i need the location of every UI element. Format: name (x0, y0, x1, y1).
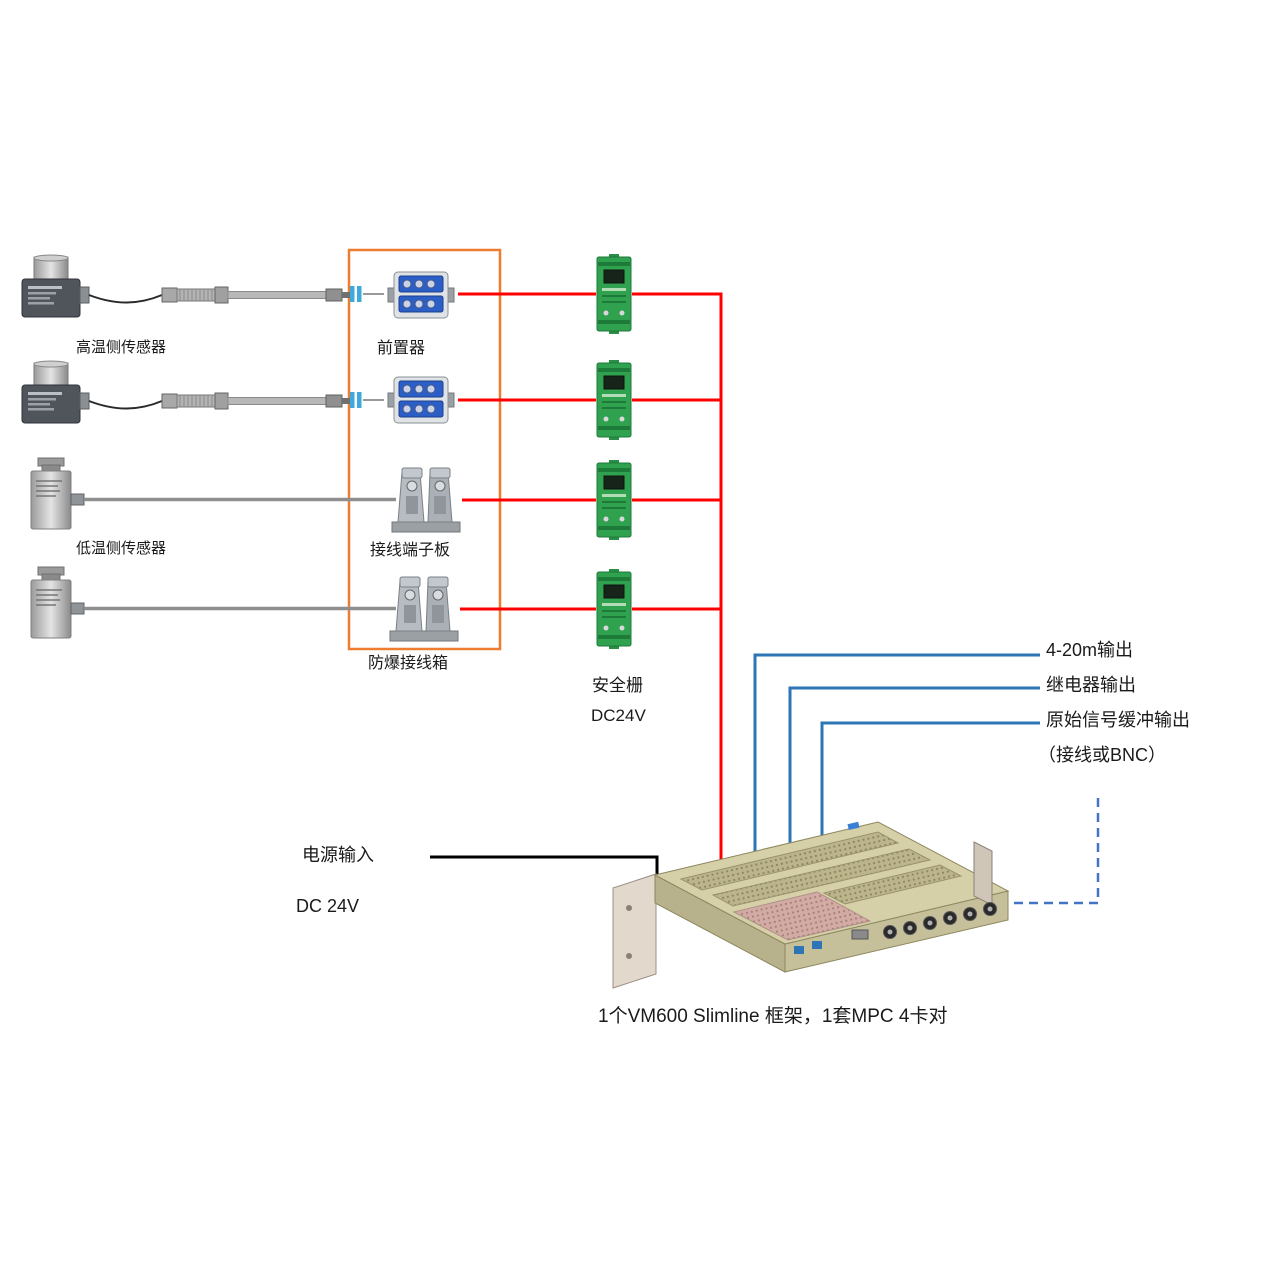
preamp-1 (387, 271, 455, 319)
rack-board-area (732, 891, 872, 941)
preamp-2 (387, 376, 455, 424)
signal-lines (458, 292, 723, 859)
label-rack-caption: 1个VM600 Slimline 框架，1套MPC 4卡对 (598, 1006, 948, 1027)
output-line-relay (788, 686, 1040, 844)
cable-gland-1 (350, 286, 384, 302)
rack-ear-hole (626, 953, 632, 959)
label-power-input: 电源输入 (302, 845, 374, 865)
label-output-raw-note: （接线或BNC） (1038, 745, 1167, 765)
label-output-420ma: 4-20m输出 (1046, 640, 1134, 660)
label-power-voltage: DC 24V (296, 896, 360, 916)
sensor-high-temp-1 (21, 254, 350, 318)
safety-barrier-2 (596, 360, 632, 440)
sensor-low-temp-2 (29, 565, 396, 640)
sensor-high-temp-2 (21, 360, 350, 424)
rack-left-ear (612, 873, 657, 989)
terminal-clamp-2 (389, 576, 459, 642)
junction-box-outline (347, 248, 502, 651)
rack-ear-hole (626, 905, 632, 911)
vm600-rack (612, 821, 1010, 989)
terminal-clamp-1 (391, 467, 461, 533)
label-preamp: 前置器 (377, 340, 426, 357)
label-barrier-voltage: DC24V (591, 706, 646, 725)
rack-vent-slot-1 (679, 831, 900, 891)
label-output-raw: 原始信号缓冲输出 (1046, 710, 1190, 730)
sensor-low-temp-1 (29, 456, 396, 531)
rack-blue-connector (812, 941, 822, 949)
rack-d-sub-connector (851, 929, 869, 940)
label-junction-box: 防爆接线箱 (368, 655, 449, 672)
rack-blue-connector (794, 946, 804, 954)
safety-barrier-4 (596, 569, 632, 649)
rack-vent-slot-3 (822, 864, 963, 905)
safety-barrier-3 (596, 460, 632, 540)
label-safety-barrier: 安全栅 (592, 676, 643, 695)
cable-gland-2 (350, 392, 384, 408)
rack-right-ear (973, 841, 993, 906)
rack-bnc-connectors (883, 902, 997, 939)
label-terminal-board: 接线端子板 (370, 542, 451, 559)
label-output-relay: 继电器输出 (1046, 675, 1136, 695)
label-high-temp-sensor: 高温侧传感器 (76, 339, 167, 356)
power-line (430, 855, 659, 874)
output-line-420ma (753, 653, 1040, 852)
output-line-raw (820, 721, 1040, 836)
rack-vent-slot-2 (711, 848, 932, 907)
label-low-temp-sensor: 低温侧传感器 (76, 540, 167, 557)
rack-blue-label (847, 821, 860, 831)
output-lines (753, 653, 1040, 852)
safety-barrier-1 (596, 254, 632, 334)
